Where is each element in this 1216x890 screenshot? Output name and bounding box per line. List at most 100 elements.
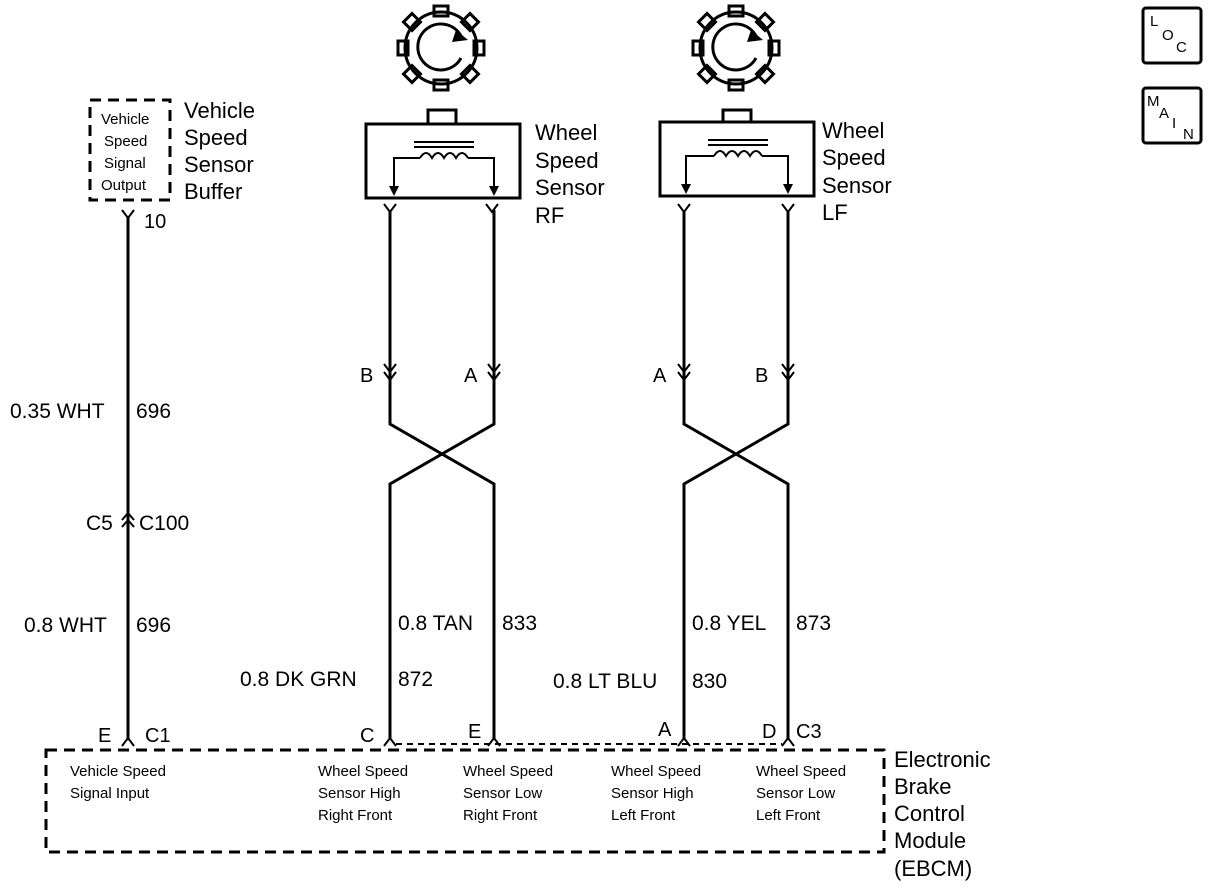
ebcm-input-rf-high: Wheel Speed Sensor High Right Front (318, 763, 408, 824)
lf-sensor-stem (721, 108, 753, 124)
svg-text:0.8 DK GRN: 0.8 DK GRN (240, 668, 357, 691)
rf-tone-ring-icon (396, 4, 486, 92)
svg-text:833: 833 (502, 612, 537, 635)
lf-tone-ring-icon (691, 4, 781, 92)
ebcm-box (44, 748, 886, 854)
svg-text:C: C (1176, 39, 1187, 56)
rf-tan-wire-label: 0.8 TAN 833 (398, 612, 537, 635)
vss-upper-wire-label: 0.35 WHT 696 (10, 400, 171, 423)
svg-text:E: E (98, 725, 111, 747)
svg-text:Control: Control (894, 801, 965, 826)
ebcm-title: Electronic Brake Control Module (EBCM) (894, 747, 991, 881)
svg-text:873: 873 (796, 612, 831, 635)
svg-text:Vehicle Speed: Vehicle Speed (70, 763, 166, 780)
svg-text:Signal: Signal (104, 155, 146, 172)
lf-sensor-terminals (677, 203, 795, 214)
svg-text:Vehicle: Vehicle (184, 98, 255, 123)
svg-text:Speed: Speed (822, 145, 886, 170)
svg-text:Wheel: Wheel (535, 120, 597, 145)
svg-text:Sensor: Sensor (822, 173, 892, 198)
svg-text:L: L (1150, 13, 1158, 30)
main-icon[interactable]: M A I N (1141, 86, 1203, 145)
ebcm-input-rf-low: Wheel Speed Sensor Low Right Front (463, 763, 553, 824)
ebcm-input-vss: Vehicle Speed Signal Input (70, 763, 166, 802)
lf-sensor-title: Wheel Speed Sensor LF (822, 118, 892, 225)
vss-buffer-pin: 10 (144, 211, 166, 233)
rf-sensor-body (364, 122, 522, 200)
svg-text:A: A (653, 365, 667, 387)
rf-harness-connector: B A (360, 363, 501, 387)
svg-text:A: A (658, 719, 672, 741)
svg-text:0.8 YEL: 0.8 YEL (692, 612, 766, 635)
svg-text:B: B (360, 365, 373, 387)
svg-text:Wheel Speed: Wheel Speed (463, 763, 553, 780)
svg-text:Speed: Speed (535, 148, 599, 173)
svg-text:696: 696 (136, 614, 171, 637)
svg-text:Sensor: Sensor (535, 175, 605, 200)
svg-text:Sensor: Sensor (184, 152, 254, 177)
svg-text:Left Front: Left Front (756, 807, 821, 824)
svg-text:C3: C3 (796, 721, 822, 743)
ebcm-pins: E C1 C E A D C3 (98, 719, 822, 747)
rf-dkgrn-wire-label: 0.8 DK GRN 872 (240, 668, 433, 691)
svg-text:M: M (1147, 93, 1160, 110)
svg-text:Vehicle: Vehicle (101, 111, 149, 128)
rf-sensor-stem (426, 108, 458, 126)
lf-harness-connector: A B (653, 363, 795, 387)
svg-text:Output: Output (101, 177, 147, 194)
svg-text:Sensor Low: Sensor Low (756, 785, 835, 802)
rf-wires (388, 210, 496, 740)
svg-text:Sensor High: Sensor High (318, 785, 401, 802)
svg-text:A: A (1159, 105, 1169, 122)
svg-text:Wheel Speed: Wheel Speed (318, 763, 408, 780)
loc-icon[interactable]: L O C (1141, 6, 1203, 65)
svg-text:Speed: Speed (184, 125, 248, 150)
svg-text:0.8 WHT: 0.8 WHT (24, 614, 107, 637)
rf-sensor-terminals (383, 203, 499, 214)
svg-text:0.8 TAN: 0.8 TAN (398, 612, 473, 635)
vss-lower-wire-label: 0.8 WHT 696 (24, 614, 171, 637)
svg-text:C1: C1 (145, 725, 171, 747)
svg-text:Wheel Speed: Wheel Speed (756, 763, 846, 780)
svg-text:C100: C100 (139, 512, 189, 535)
svg-text:Electronic: Electronic (894, 747, 991, 772)
vss-buffer-title: Vehicle Speed Sensor Buffer (184, 98, 255, 204)
svg-text:Module: Module (894, 828, 966, 853)
svg-text:0.8 LT BLU: 0.8 LT BLU (553, 670, 657, 693)
svg-text:N: N (1183, 126, 1194, 143)
ebcm-input-lf-high: Wheel Speed Sensor High Left Front (611, 763, 701, 824)
svg-text:Right Front: Right Front (318, 807, 393, 824)
svg-text:O: O (1162, 27, 1174, 44)
svg-text:Sensor High: Sensor High (611, 785, 694, 802)
svg-text:B: B (755, 365, 768, 387)
svg-text:E: E (468, 721, 481, 743)
vss-buffer-box: Vehicle Speed Signal Output (88, 98, 172, 202)
svg-text:Brake: Brake (894, 774, 951, 799)
svg-text:Speed: Speed (104, 133, 147, 150)
lf-sensor-body (658, 120, 816, 198)
svg-text:Sensor Low: Sensor Low (463, 785, 542, 802)
svg-text:Right Front: Right Front (463, 807, 538, 824)
svg-text:D: D (762, 721, 776, 743)
svg-text:0.35 WHT: 0.35 WHT (10, 400, 105, 423)
svg-text:LF: LF (822, 200, 848, 225)
svg-text:A: A (464, 365, 478, 387)
svg-text:872: 872 (398, 668, 433, 691)
svg-text:C: C (360, 725, 374, 747)
vss-inline-connector: C5 C100 (86, 511, 189, 535)
svg-text:Wheel: Wheel (822, 118, 884, 143)
svg-text:Wheel Speed: Wheel Speed (611, 763, 701, 780)
svg-text:RF: RF (535, 203, 564, 228)
lf-wires (682, 210, 790, 740)
rf-sensor-title: Wheel Speed Sensor RF (535, 120, 605, 228)
svg-text:Signal Input: Signal Input (70, 785, 150, 802)
svg-text:Left Front: Left Front (611, 807, 676, 824)
svg-text:830: 830 (692, 670, 727, 693)
ebcm-input-lf-low: Wheel Speed Sensor Low Left Front (756, 763, 846, 824)
svg-text:C5: C5 (86, 512, 113, 535)
svg-text:696: 696 (136, 400, 171, 423)
svg-text:I: I (1172, 115, 1176, 132)
lf-ltblu-wire-label: 0.8 LT BLU 830 (553, 670, 727, 693)
svg-text:(EBCM): (EBCM) (894, 856, 972, 881)
